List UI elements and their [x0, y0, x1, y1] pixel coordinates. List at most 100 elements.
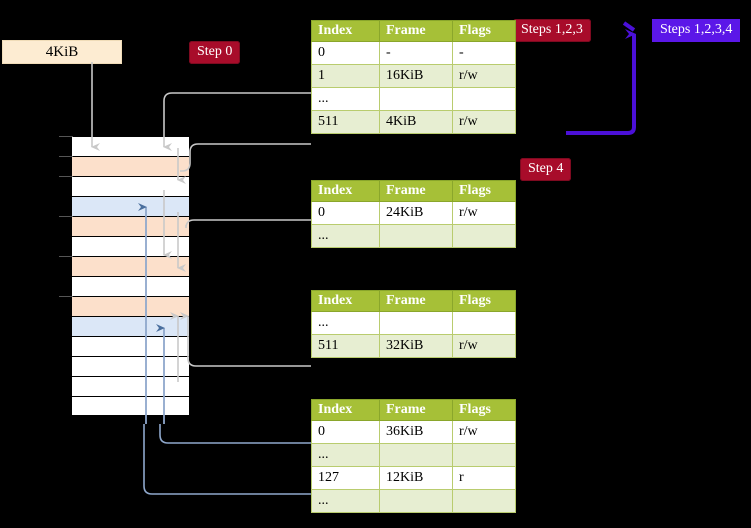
table-cell: 127 — [311, 466, 380, 490]
table-row: ... — [311, 443, 516, 467]
wire-pdpt-row0 — [185, 219, 311, 229]
table-cell — [379, 311, 453, 335]
memory-column — [71, 136, 190, 416]
column-header-flags: Flags — [452, 290, 516, 312]
table-cell — [452, 443, 516, 467]
column-header-index: Index — [311, 20, 380, 42]
column-header-flags: Flags — [452, 399, 516, 421]
memory-row — [71, 336, 190, 356]
table-cell: r/w — [452, 334, 516, 358]
table-cell — [452, 224, 516, 248]
memory-tick — [59, 256, 73, 257]
purple-bracket-arrow — [566, 29, 636, 135]
table-row: 0-- — [311, 41, 516, 65]
memory-row — [71, 316, 190, 336]
table-cell: ... — [311, 443, 380, 467]
memory-row — [71, 396, 190, 416]
steps1234-badge: Steps 1,2,3,4 — [652, 19, 741, 42]
wire-pt-row127 — [143, 424, 311, 495]
memory-row — [71, 276, 190, 296]
memory-row — [71, 256, 190, 276]
table-cell — [379, 87, 453, 111]
column-header-frame: Frame — [379, 290, 453, 312]
column-header-frame: Frame — [379, 20, 453, 42]
steps1234-label: Steps 1,2,3,4 — [660, 22, 733, 37]
memory-tick — [59, 296, 73, 297]
step0-label: Step 0 — [197, 44, 233, 59]
table-cell: r — [452, 466, 516, 490]
table-cell: 0 — [311, 41, 380, 65]
table-cell — [452, 489, 516, 513]
table-cell: 36KiB — [379, 420, 453, 444]
memory-row — [71, 296, 190, 316]
table-row: ... — [311, 87, 516, 111]
table-cell: ... — [311, 87, 380, 111]
mem-box-label: 4KiB — [45, 43, 79, 60]
table-cell — [379, 489, 453, 513]
memory-row — [71, 216, 190, 236]
wire-pd-row511 — [180, 312, 311, 367]
memory-tick — [59, 216, 73, 217]
table-cell — [379, 443, 453, 467]
memory-row — [71, 376, 190, 396]
memory-row — [71, 236, 190, 256]
step4-label: Step 4 — [528, 161, 564, 176]
column-header-index: Index — [311, 180, 380, 202]
table-cell — [452, 87, 516, 111]
table-cell: 1 — [311, 64, 380, 88]
memory-tick — [59, 136, 73, 137]
steps123-label: Steps 1,2,3 — [521, 22, 583, 37]
memory-row — [71, 196, 190, 216]
table-cell: r/w — [452, 64, 516, 88]
table-cell: 24KiB — [379, 201, 453, 225]
table-cell — [379, 224, 453, 248]
wire-pt-row0 — [159, 424, 311, 444]
table-cell — [452, 311, 516, 335]
table-cell: ... — [311, 489, 380, 513]
table-cell: 4KiB — [379, 110, 453, 134]
memory-tick — [59, 156, 73, 157]
table-row: ... — [311, 489, 516, 513]
steps123-badge: Steps 1,2,3 — [513, 19, 591, 42]
table-cell: - — [452, 41, 516, 65]
step0-badge: Step 0 — [189, 41, 241, 64]
table-cell: r/w — [452, 420, 516, 444]
purple-arrow-head-left — [622, 21, 636, 32]
memory-tick — [59, 176, 73, 177]
table-row: ... — [311, 311, 516, 335]
step4-badge: Step 4 — [520, 158, 572, 181]
table-cell: ... — [311, 311, 380, 335]
memory-row — [71, 356, 190, 376]
table-cell: - — [379, 41, 453, 65]
column-header-flags: Flags — [452, 20, 516, 42]
column-header-flags: Flags — [452, 180, 516, 202]
table-row: ... — [311, 224, 516, 248]
table-cell: 12KiB — [379, 466, 453, 490]
memory-row — [71, 156, 190, 176]
table-cell: 511 — [311, 334, 380, 358]
mem-box-4kib: 4KiB — [2, 40, 122, 64]
table-cell: 32KiB — [379, 334, 453, 358]
table-cell: 511 — [311, 110, 380, 134]
table-cell: 0 — [311, 420, 380, 444]
table-cell: r/w — [452, 110, 516, 134]
column-header-frame: Frame — [379, 180, 453, 202]
wire-pml4-row511 — [180, 143, 311, 172]
memory-row — [71, 176, 190, 196]
table-cell: 16KiB — [379, 64, 453, 88]
